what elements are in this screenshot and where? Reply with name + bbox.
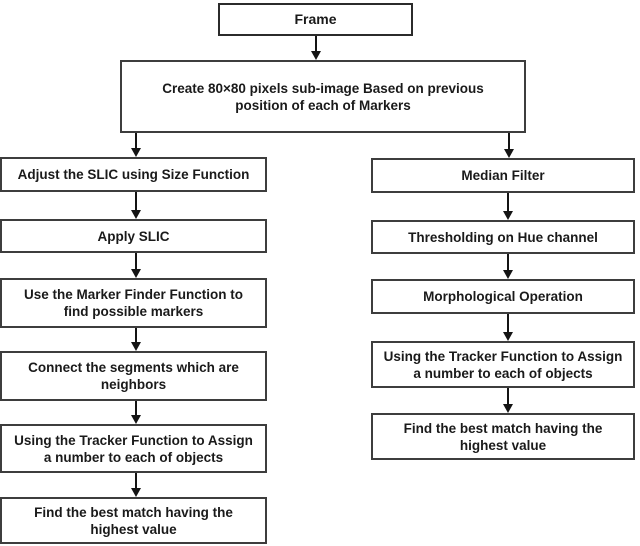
node-adjust-slic: Adjust the SLIC using Size Function <box>0 157 267 192</box>
node-morphological-operation: Morphological Operation <box>371 279 635 314</box>
arrow-thresholding-to-morphological-icon <box>502 254 514 279</box>
node-thresholding-hue: Thresholding on Hue channel <box>371 220 635 254</box>
node-tracker-right: Using the Tracker Function to Assign a n… <box>371 341 635 388</box>
arrow-adjust-to-apply-slic-icon <box>130 192 142 219</box>
arrow-connect-to-tracker-icon <box>130 401 142 424</box>
node-best-match-left: Find the best match having the highest v… <box>0 497 267 544</box>
arrow-tracker-to-best-match-right-icon <box>502 388 514 413</box>
arrow-apply-slic-to-marker-finder-icon <box>130 253 142 278</box>
arrow-create-to-adjust-slic-icon <box>130 133 142 157</box>
node-connect-segments: Connect the segments which are neighbors <box>0 351 267 401</box>
arrow-morphological-to-tracker-icon <box>502 314 514 341</box>
arrow-frame-to-create-icon <box>310 36 322 60</box>
arrow-create-to-median-filter-icon <box>503 133 515 158</box>
node-best-match-right: Find the best match having the highest v… <box>371 413 635 460</box>
node-apply-slic: Apply SLIC <box>0 219 267 253</box>
arrow-marker-finder-to-connect-icon <box>130 328 142 351</box>
arrow-tracker-to-best-match-left-icon <box>130 473 142 497</box>
node-tracker-left: Using the Tracker Function to Assign a n… <box>0 424 267 473</box>
node-median-filter: Median Filter <box>371 158 635 193</box>
arrow-median-to-thresholding-icon <box>502 193 514 220</box>
node-frame: Frame <box>218 3 413 36</box>
node-create-subimage: Create 80×80 pixels sub-image Based on p… <box>120 60 526 133</box>
node-marker-finder: Use the Marker Finder Function to find p… <box>0 278 267 328</box>
